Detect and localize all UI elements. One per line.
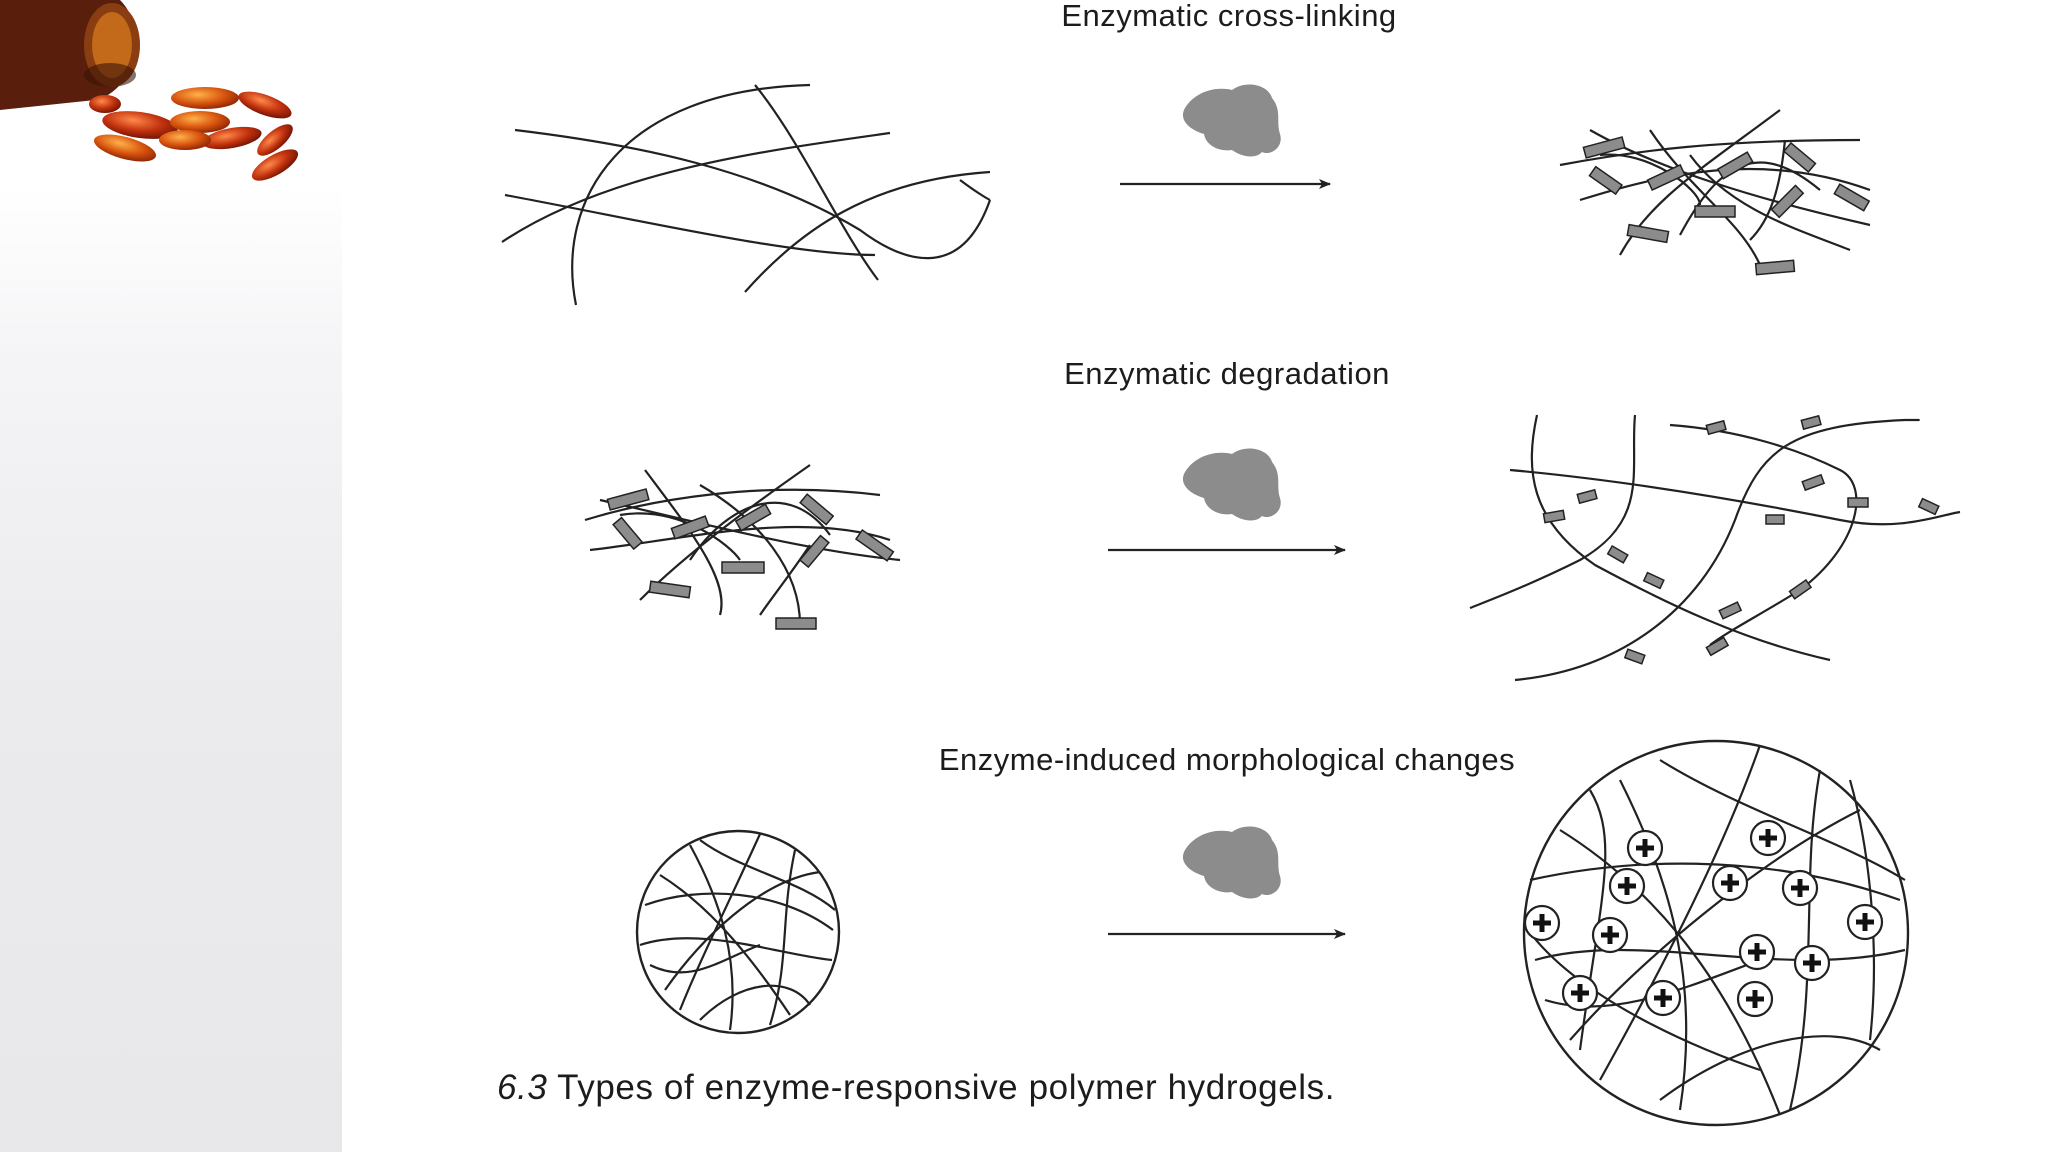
positive-charge-icon	[1523, 904, 1561, 942]
positive-charge-icon	[1846, 903, 1884, 941]
positive-charge-icon	[1793, 944, 1831, 982]
crosslinked-network	[1559, 109, 1871, 276]
morphological-title: Enzyme-induced morphological changes	[938, 742, 1516, 777]
degraded-polymer-chains	[1469, 414, 1961, 682]
swollen-charged-hydrogel-sphere	[1522, 739, 1910, 1127]
enzyme-icon	[1182, 84, 1281, 157]
positive-charge-icon	[1736, 980, 1774, 1018]
positive-charge-icon	[1738, 933, 1776, 971]
crosslinked-network-before	[584, 464, 901, 630]
figure-caption-text: Types of enzyme-responsive polymer hydro…	[557, 1068, 1336, 1107]
positive-charge-icon	[1711, 864, 1749, 902]
positive-charge-icon	[1561, 974, 1599, 1012]
figure-caption: 6.3 Types of enzyme-responsive polymer h…	[497, 1068, 1335, 1108]
positive-charge-icon	[1591, 916, 1629, 954]
positive-charge-icon	[1749, 819, 1787, 857]
positive-charge-icon	[1608, 867, 1646, 905]
crosslinking-title: Enzymatic cross-linking	[1061, 0, 1397, 33]
decorative-sidebar	[0, 0, 342, 1152]
positive-charge-icon	[1626, 829, 1664, 867]
degradation-title: Enzymatic degradation	[1064, 356, 1390, 391]
figure-number: 6.3	[497, 1068, 548, 1107]
positive-charge-icon	[1781, 869, 1819, 907]
enzyme-icon	[1182, 826, 1281, 899]
positive-charges	[1523, 819, 1884, 1018]
enzyme-icon	[1182, 448, 1281, 521]
compact-hydrogel-sphere	[635, 829, 841, 1035]
pill-bottle-icon	[0, 0, 299, 181]
positive-charge-icon	[1644, 979, 1682, 1017]
loose-polymer-network	[501, 83, 992, 306]
